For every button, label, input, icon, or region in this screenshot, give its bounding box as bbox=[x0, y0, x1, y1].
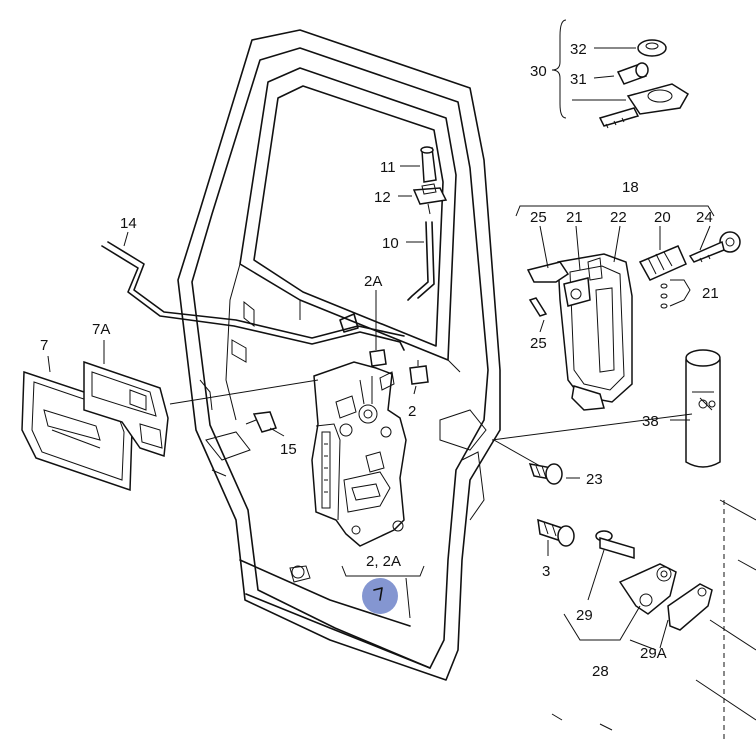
callout-25-bottom: 25 bbox=[530, 335, 547, 352]
exterior-handle-18 bbox=[526, 253, 633, 411]
shim-29A bbox=[667, 583, 713, 631]
callout-21-top: 21 bbox=[566, 209, 583, 226]
lock-cylinder-20 bbox=[638, 245, 687, 281]
striker-plate-28 bbox=[618, 563, 677, 615]
callout-2-2A: 2, 2A bbox=[366, 553, 401, 570]
clip-2 bbox=[409, 360, 429, 385]
bolt-23 bbox=[528, 463, 563, 485]
control-rod-14 bbox=[101, 241, 405, 351]
callout-12: 12 bbox=[374, 189, 391, 206]
highlight-marker bbox=[362, 578, 398, 614]
callout-3: 3 bbox=[542, 563, 550, 580]
callout-32: 32 bbox=[570, 41, 587, 58]
callout-23: 23 bbox=[586, 471, 603, 488]
callout-25-top: 25 bbox=[530, 209, 547, 226]
callout-14: 14 bbox=[120, 215, 137, 232]
grease-can-38 bbox=[685, 349, 721, 468]
b-pillar-panel bbox=[551, 499, 756, 740]
callout-21-side: 21 bbox=[702, 285, 719, 302]
callout-20: 20 bbox=[654, 209, 671, 226]
callout-10: 10 bbox=[382, 235, 399, 252]
callout-24: 24 bbox=[696, 209, 713, 226]
callout-29: 29 bbox=[576, 607, 593, 624]
pin-25 bbox=[528, 297, 548, 317]
lock-rod-10 bbox=[407, 221, 435, 301]
callout-18: 18 bbox=[622, 179, 639, 196]
callout-31: 31 bbox=[570, 71, 587, 88]
callout-38: 38 bbox=[642, 413, 659, 430]
clip-15 bbox=[245, 411, 277, 433]
callout-28: 28 bbox=[592, 663, 609, 680]
key-set-30 bbox=[598, 39, 690, 129]
callout-15: 15 bbox=[280, 441, 297, 458]
callout-labels: 32 30 31 18 25 21 22 20 24 21 25 38 11 1… bbox=[40, 41, 719, 680]
key-24 bbox=[688, 231, 741, 263]
handle-bezel-7A bbox=[83, 360, 169, 458]
pins-21 bbox=[660, 283, 668, 309]
clip-12 bbox=[412, 183, 448, 215]
striker-bolt-29 bbox=[595, 530, 635, 560]
callout-30: 30 bbox=[530, 63, 547, 80]
callout-2: 2 bbox=[408, 403, 416, 420]
lock-knob-11 bbox=[420, 146, 437, 183]
clip-2A bbox=[369, 340, 387, 367]
leader-lines bbox=[47, 19, 715, 651]
callout-2A: 2A bbox=[364, 273, 382, 290]
callout-22: 22 bbox=[610, 209, 627, 226]
door-frame bbox=[177, 29, 501, 681]
bolt-3 bbox=[537, 518, 575, 547]
callout-7: 7 bbox=[40, 337, 48, 354]
callout-11: 11 bbox=[380, 159, 396, 176]
door-lock-assembly bbox=[311, 361, 407, 547]
callout-29A: 29A bbox=[640, 645, 667, 662]
callout-7A: 7A bbox=[92, 321, 110, 338]
